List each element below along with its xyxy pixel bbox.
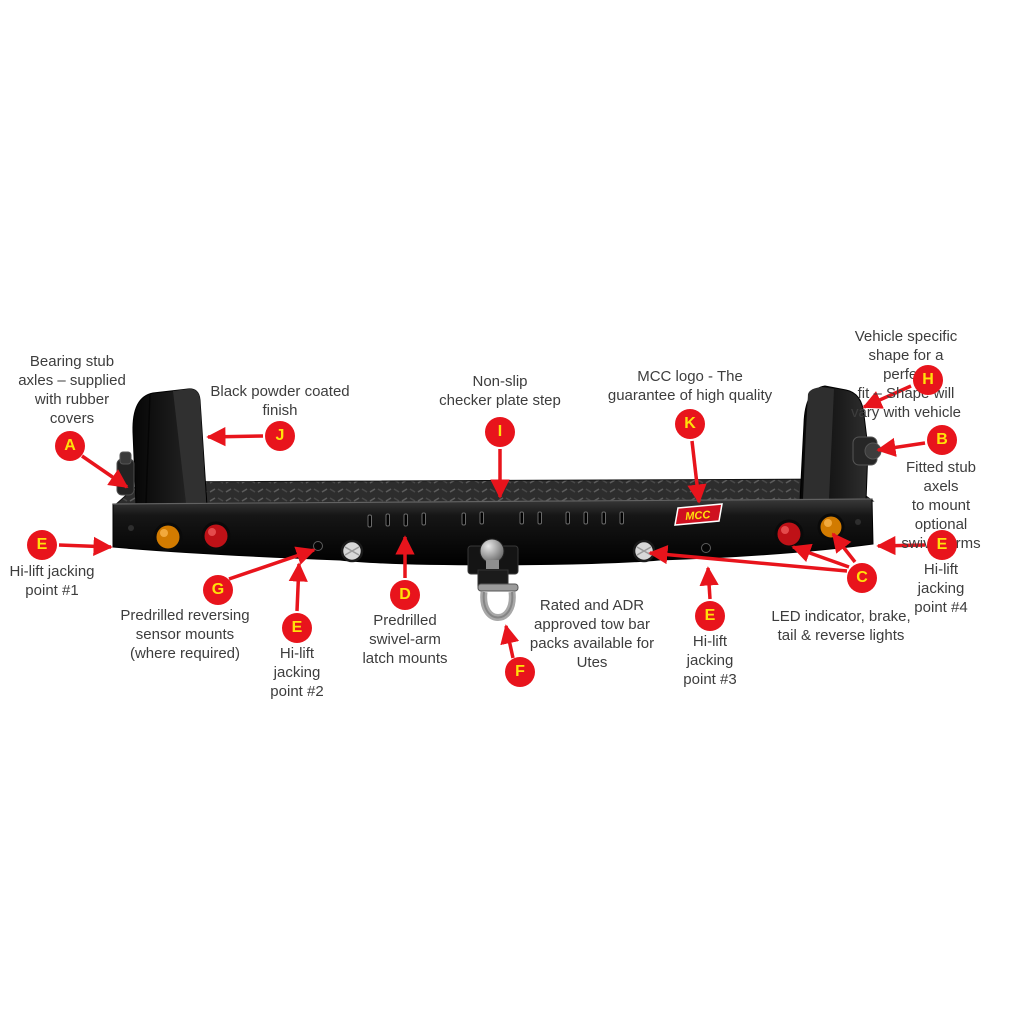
tail-light-red-left bbox=[201, 521, 231, 551]
mcc-logo-text: MCC bbox=[685, 509, 712, 523]
label-reversing-sensor-mounts: Predrilled reversing sensor mounts (wher… bbox=[120, 607, 250, 662]
callout-h-badge: H bbox=[913, 365, 943, 395]
arrow-c-2 bbox=[791, 543, 850, 569]
stub-axle-left bbox=[116, 451, 135, 496]
callout-e3-badge: E bbox=[695, 601, 725, 631]
label-jacking-point-4: Hi-lift jacking point #4 bbox=[914, 561, 968, 616]
latch-mount-slots bbox=[367, 511, 624, 528]
label-mcc-logo: MCC logo - The guarantee of high quality bbox=[607, 368, 773, 404]
callout-c-badge: C bbox=[847, 563, 877, 593]
label-jacking-point-2: Hi-lift jacking point #2 bbox=[270, 645, 324, 700]
indicator-light-right bbox=[817, 513, 845, 541]
shackle-pin bbox=[477, 583, 519, 592]
arrow-e2 bbox=[288, 562, 308, 612]
arrow-e3 bbox=[699, 566, 719, 600]
tow-bar bbox=[467, 538, 519, 621]
callout-e2-badge: E bbox=[282, 613, 312, 643]
arrow-e1 bbox=[58, 536, 113, 556]
arrow-j bbox=[206, 427, 264, 447]
label-black-powder-coated: Black powder coated finish bbox=[210, 383, 350, 419]
callout-e4-badge: E bbox=[927, 530, 957, 560]
label-bearing-stub-axles: Bearing stub axles – supplied with rubbe… bbox=[18, 353, 126, 427]
sensor-mount-left bbox=[313, 541, 323, 551]
label-jacking-point-1: Hi-lift jacking point #1 bbox=[9, 563, 95, 599]
arrow-a bbox=[81, 454, 129, 489]
arrow-c-3 bbox=[831, 532, 857, 564]
label-swivel-arm-latch-mounts: Predrilled swivel-arm latch mounts bbox=[362, 612, 448, 667]
label-vehicle-specific-shape: Vehicle specific shape for a perfect fit… bbox=[850, 328, 962, 421]
callout-arrows bbox=[58, 384, 926, 659]
label-led-lights: LED indicator, brake, tail & reverse lig… bbox=[771, 608, 911, 644]
arrow-b bbox=[876, 437, 926, 457]
arrow-f bbox=[500, 624, 520, 659]
callout-f-badge: F bbox=[505, 657, 535, 687]
callout-d-badge: D bbox=[390, 580, 420, 610]
arrow-h bbox=[862, 384, 912, 409]
callout-b-badge: B bbox=[927, 425, 957, 455]
callout-g-badge: G bbox=[203, 575, 233, 605]
arrow-c-1 bbox=[648, 545, 848, 573]
label-fitted-stub-axels: Fitted stub axels to mount optional swiv… bbox=[901, 459, 980, 552]
stub-axle-right bbox=[852, 436, 882, 466]
left-wing bbox=[116, 388, 208, 507]
label-jacking-point-3: Hi-lift jacking point #3 bbox=[683, 633, 737, 688]
callout-a-badge: A bbox=[55, 431, 85, 461]
reverse-light-right bbox=[632, 539, 656, 563]
callout-i-badge: I bbox=[485, 417, 515, 447]
label-tow-bar-packs: Rated and ADR approved tow bar packs ava… bbox=[529, 597, 655, 671]
tow-ball bbox=[479, 538, 505, 564]
arrow-k bbox=[687, 440, 707, 504]
callout-j-badge: J bbox=[265, 421, 295, 451]
tail-light-amber-left bbox=[153, 522, 183, 552]
arrow-g bbox=[228, 546, 316, 581]
arrow-e4 bbox=[876, 536, 926, 556]
callout-e1-badge: E bbox=[27, 530, 57, 560]
sensor-mount-right bbox=[701, 543, 711, 553]
mcc-logo: MCC bbox=[674, 503, 723, 526]
callout-k-badge: K bbox=[675, 409, 705, 439]
tail-light-red-right bbox=[774, 519, 804, 549]
label-non-slip-step: Non-slip checker plate step bbox=[439, 373, 561, 409]
reverse-light-left bbox=[340, 539, 364, 563]
